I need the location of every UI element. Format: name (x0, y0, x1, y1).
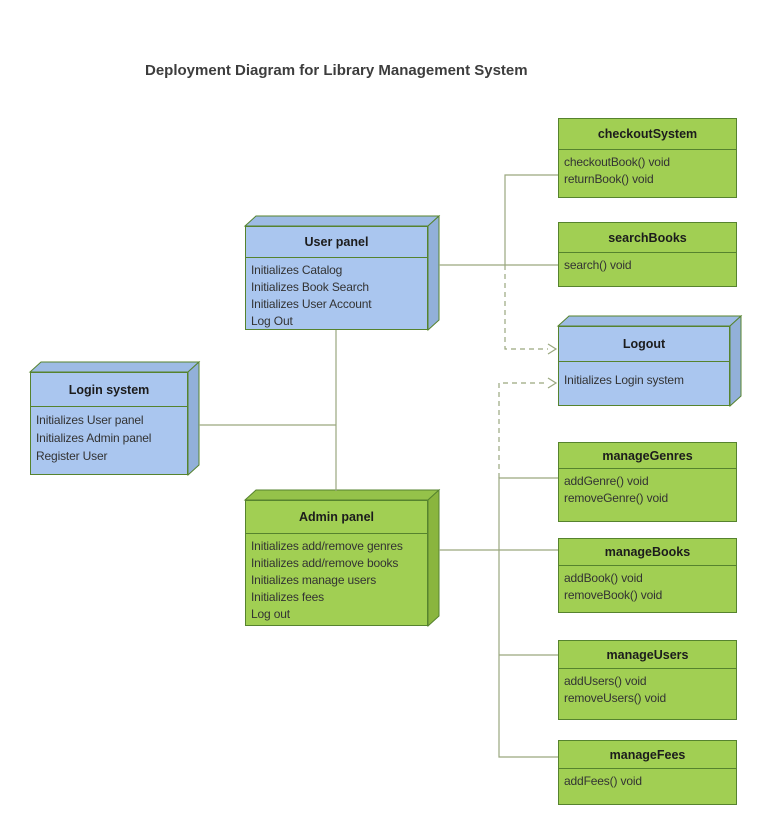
connector-bus-to-managegenres (498, 477, 558, 550)
component-manage-genres-body: addGenre() void removeGenre() void (559, 469, 736, 511)
connector-bus-to-managefees (498, 550, 558, 758)
node-top-face (243, 215, 441, 227)
component-manage-books-body: addBook() void removeBook() void (559, 566, 736, 608)
node-login-system-title: Login system (31, 373, 187, 407)
component-checkout-system-body: checkoutBook() void returnBook() void (559, 150, 736, 192)
dependency-arrowhead-icon (547, 377, 558, 389)
node-top-face (28, 361, 201, 373)
operation-label: Initializes User panel (36, 413, 144, 427)
component-search-books: searchBooks search() void (558, 222, 737, 287)
operation-label: addBook() void (564, 571, 643, 585)
node-admin-panel-3d-faces (243, 488, 441, 628)
connector-dashed-adminpanel-to-logout (498, 382, 548, 478)
component-manage-users-title: manageUsers (559, 641, 736, 669)
operation-label: Log out (251, 607, 290, 621)
component-checkout-system-title: checkoutSystem (559, 119, 736, 150)
component-manage-users-body: addUsers() void removeUsers() void (559, 669, 736, 711)
node-login-system-3d-faces (28, 360, 201, 477)
node-side-face (187, 360, 200, 477)
operation-label: Log Out (251, 314, 293, 328)
operation-label: checkoutBook() void (564, 155, 670, 169)
dependency-arrowhead-icon (547, 343, 558, 355)
component-manage-books-title: manageBooks (559, 539, 736, 566)
component-manage-users: manageUsers addUsers() void removeUsers(… (558, 640, 737, 720)
component-manage-books: manageBooks addBook() void removeBook() … (558, 538, 737, 613)
operation-label: Initializes User Account (251, 297, 372, 311)
connector-bus-to-checkoutsystem (504, 174, 558, 265)
node-top-face (556, 315, 743, 327)
node-login-system: Login system Initializes User panel Init… (30, 372, 188, 475)
node-top-face (243, 489, 441, 501)
operation-label: Register User (36, 449, 108, 463)
node-logout: Logout Initializes Login system (558, 326, 730, 406)
node-logout-title: Logout (559, 327, 729, 362)
node-admin-panel-title: Admin panel (246, 501, 427, 534)
node-admin-panel-body: Initializes add/remove genres Initialize… (246, 534, 427, 627)
component-manage-fees-title: manageFees (559, 741, 736, 769)
operation-label: returnBook() void (564, 172, 654, 186)
node-side-face (729, 314, 742, 408)
component-checkout-system: checkoutSystem checkoutBook() void retur… (558, 118, 737, 198)
component-manage-fees: manageFees addFees() void (558, 740, 737, 805)
operation-label: Initializes manage users (251, 573, 377, 587)
node-user-panel: User panel Initializes Catalog Initializ… (245, 226, 428, 330)
node-side-face (427, 488, 440, 628)
operation-label: search() void (564, 258, 632, 272)
node-side-face (427, 214, 440, 332)
operation-label: Initializes add/remove books (251, 556, 399, 570)
node-login-system-body: Initializes User panel Initializes Admin… (31, 407, 187, 469)
operation-label: addGenre() void (564, 474, 649, 488)
node-user-panel-body: Initializes Catalog Initializes Book Sea… (246, 258, 427, 334)
operation-label: Initializes Catalog (251, 263, 343, 277)
operation-label: Initializes Admin panel (36, 431, 152, 445)
operation-label: removeGenre() void (564, 491, 669, 505)
operation-label: addFees() void (564, 774, 642, 788)
component-manage-genres: manageGenres addGenre() void removeGenre… (558, 442, 737, 522)
component-search-books-title: searchBooks (559, 223, 736, 253)
operation-label: Initializes fees (251, 590, 324, 604)
node-logout-body: Initializes Login system (559, 362, 729, 393)
connector-dashed-userpanel-to-logout (504, 265, 548, 350)
operation-label: removeBook() void (564, 588, 663, 602)
component-manage-genres-title: manageGenres (559, 443, 736, 469)
diagram-title: Deployment Diagram for Library Managemen… (145, 62, 528, 79)
operation-label: Initializes Login system (564, 373, 684, 387)
component-search-books-body: search() void (559, 253, 736, 278)
operation-label: addUsers() void (564, 674, 647, 688)
node-admin-panel: Admin panel Initializes add/remove genre… (245, 500, 428, 626)
operation-label: removeUsers() void (564, 691, 666, 705)
operation-label: Initializes Book Search (251, 280, 369, 294)
node-user-panel-3d-faces (243, 214, 441, 332)
node-user-panel-title: User panel (246, 227, 427, 258)
operation-label: Initializes add/remove genres (251, 539, 403, 553)
component-manage-fees-body: addFees() void (559, 769, 736, 794)
